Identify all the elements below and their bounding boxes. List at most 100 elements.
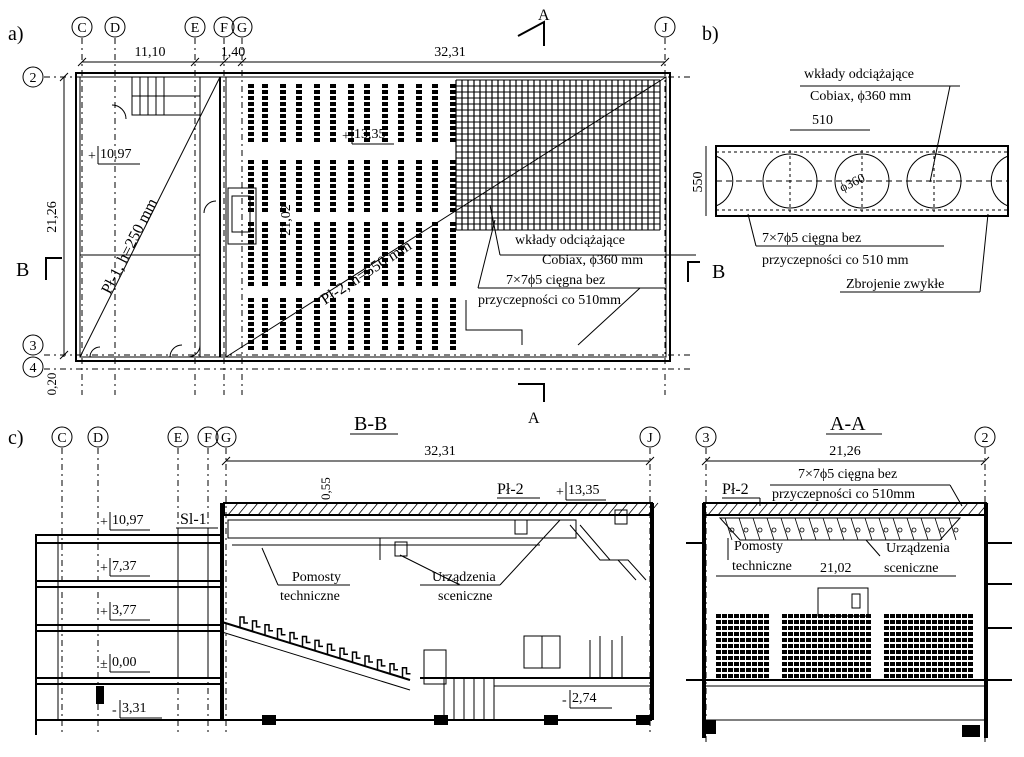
svg-text:D: D xyxy=(110,21,120,36)
svg-text:+: + xyxy=(100,605,108,620)
svg-text:10,97: 10,97 xyxy=(100,147,132,162)
svg-text:4: 4 xyxy=(30,361,37,376)
svg-text:+: + xyxy=(556,485,564,500)
detail-rebar: Zbrojenie zwykłe xyxy=(846,277,944,292)
svg-text:+: + xyxy=(100,515,108,530)
section-bb: c) B-B C D E F G J 32,31 0,55 Pł-2 + 13,… xyxy=(8,413,661,735)
detail-dim-510: 510 xyxy=(812,113,833,128)
svg-text:10,97: 10,97 xyxy=(112,513,144,528)
plan-tendon-line1: 7×7ϕ5 cięgna bez xyxy=(506,273,605,288)
svg-text:J: J xyxy=(647,431,653,446)
slab-pl1-label: Pł-1, h=250 mm xyxy=(98,195,161,296)
axis-bubble-3: 3 xyxy=(22,334,44,356)
panel-label-a: a) xyxy=(8,23,24,45)
axis-bubble-e: E xyxy=(184,16,206,38)
svg-text:C: C xyxy=(77,21,86,36)
bb-sl1-label: Sl-1 xyxy=(180,511,207,528)
svg-text:C: C xyxy=(57,431,66,446)
svg-text:B: B xyxy=(16,259,29,281)
detail-dia: ϕ360 xyxy=(837,170,867,195)
aa-pomosty-line2: techniczne xyxy=(732,559,792,574)
aa-slab-label: Pł-2 xyxy=(722,481,749,498)
svg-text:F: F xyxy=(204,431,212,446)
svg-text:A: A xyxy=(538,7,550,24)
plan-view: a) C D E F G J 2 3 4 11,10 1,40 32,31 xyxy=(8,7,725,427)
svg-text:F: F xyxy=(220,21,228,36)
svg-text:+: + xyxy=(100,561,108,576)
bb-level-10-97: + 10,97 xyxy=(100,512,150,531)
bb-level-3-77: + 3,77 xyxy=(100,602,150,621)
svg-text:13,35: 13,35 xyxy=(354,127,386,142)
plan-infill-line1: wkłady odciążające xyxy=(515,233,625,248)
svg-text:3,31: 3,31 xyxy=(122,701,147,716)
svg-text:±: ± xyxy=(100,657,108,672)
svg-text:G: G xyxy=(221,431,231,446)
plan-infill-line2: Cobiax, ϕ360 mm xyxy=(542,253,643,268)
svg-text:7,37: 7,37 xyxy=(112,559,137,574)
bb-level-13-35: + 13,35 xyxy=(556,482,606,501)
section-aa: A-A 3 2 21,26 Pł-2 7×7ϕ5 cięgna bez przy… xyxy=(686,413,1012,745)
axis-bubble-j: J xyxy=(654,16,676,38)
bb-pomosty-line1: Pomosty xyxy=(292,570,341,585)
axis-bubble-f: F xyxy=(213,16,235,38)
svg-text:2: 2 xyxy=(982,431,989,446)
svg-text:B: B xyxy=(712,261,725,283)
axis-bubble-c: C xyxy=(71,16,93,38)
dim-32-31: 32,31 xyxy=(434,45,466,60)
section-bb-title: B-B xyxy=(354,413,387,435)
section-cut-a-top: A xyxy=(517,7,550,46)
svg-text:13,35: 13,35 xyxy=(568,483,600,498)
axis-bubble-2: 2 xyxy=(22,66,44,88)
plan-tendon-line2: przyczepności co 510mm xyxy=(478,293,621,308)
axis-bubble-2-aa: 2 xyxy=(974,426,996,448)
bb-level-minus-3-31: - 3,31 xyxy=(112,700,162,719)
stage-grid xyxy=(455,79,661,231)
section-cut-a-bottom: A xyxy=(518,383,545,427)
bb-urz-line1: Urządzenia xyxy=(432,570,497,585)
detail-infill-line1: wkłady odciążające xyxy=(804,67,914,82)
detail-infill-line2: Cobiax, ϕ360 mm xyxy=(810,89,911,104)
aa-urz-line2: sceniczne xyxy=(884,561,938,576)
slab-detail: b) wkłady odciążające Cobiax, ϕ360 mm 51… xyxy=(691,23,1009,293)
bb-urz-line2: sceniczne xyxy=(438,589,492,604)
bb-dim-32-31: 32,31 xyxy=(424,444,456,459)
dim-21-02: 21,02 xyxy=(279,204,294,236)
aa-dim-21-02: 21,02 xyxy=(820,561,852,576)
svg-text:E: E xyxy=(191,21,200,36)
svg-text:+: + xyxy=(88,149,96,164)
bb-level-0-00: ± 0,00 xyxy=(100,654,150,673)
svg-text:E: E xyxy=(174,431,183,446)
detail-tendon-line1: 7×7ϕ5 cięgna bez xyxy=(762,231,861,246)
svg-text:3: 3 xyxy=(703,431,710,446)
axis-bubble-e-bb: E xyxy=(167,426,189,448)
panel-label-c: c) xyxy=(8,427,24,449)
axis-bubble-g-bb: G xyxy=(215,426,237,448)
axis-bubble-c-bb: C xyxy=(51,426,73,448)
svg-text:G: G xyxy=(237,21,247,36)
svg-text:-: - xyxy=(562,693,567,708)
axis-bubble-4: 4 xyxy=(22,356,44,378)
svg-text:2,74: 2,74 xyxy=(572,691,597,706)
axis-bubble-f-bb: F xyxy=(197,426,219,448)
bb-slab-label: Pł-2 xyxy=(497,481,524,498)
aa-tendon-line2: przyczepności co 510mm xyxy=(772,487,915,502)
dim-11-10: 11,10 xyxy=(135,45,166,60)
bb-dim-0-55: 0,55 xyxy=(318,477,333,500)
svg-text:2: 2 xyxy=(30,71,37,86)
axis-bubble-d: D xyxy=(104,16,126,38)
aa-pomosty-line1: Pomosty xyxy=(734,539,783,554)
aa-urz-line1: Urządzenia xyxy=(886,541,951,556)
section-cut-b-right: B xyxy=(687,261,725,283)
bb-pomosty-line2: techniczne xyxy=(280,589,340,604)
seating-rows xyxy=(248,84,456,350)
aa-dim-21-26: 21,26 xyxy=(829,444,861,459)
svg-text:A: A xyxy=(528,410,540,427)
panel-label-b: b) xyxy=(702,23,719,45)
bb-level-7-37: + 7,37 xyxy=(100,558,150,577)
section-cut-b-left: B xyxy=(16,257,62,281)
axis-bubble-g: G xyxy=(231,16,253,38)
svg-text:0,00: 0,00 xyxy=(112,655,137,670)
svg-text:3: 3 xyxy=(30,339,37,354)
dim-0-20: 0,20 xyxy=(44,373,59,396)
